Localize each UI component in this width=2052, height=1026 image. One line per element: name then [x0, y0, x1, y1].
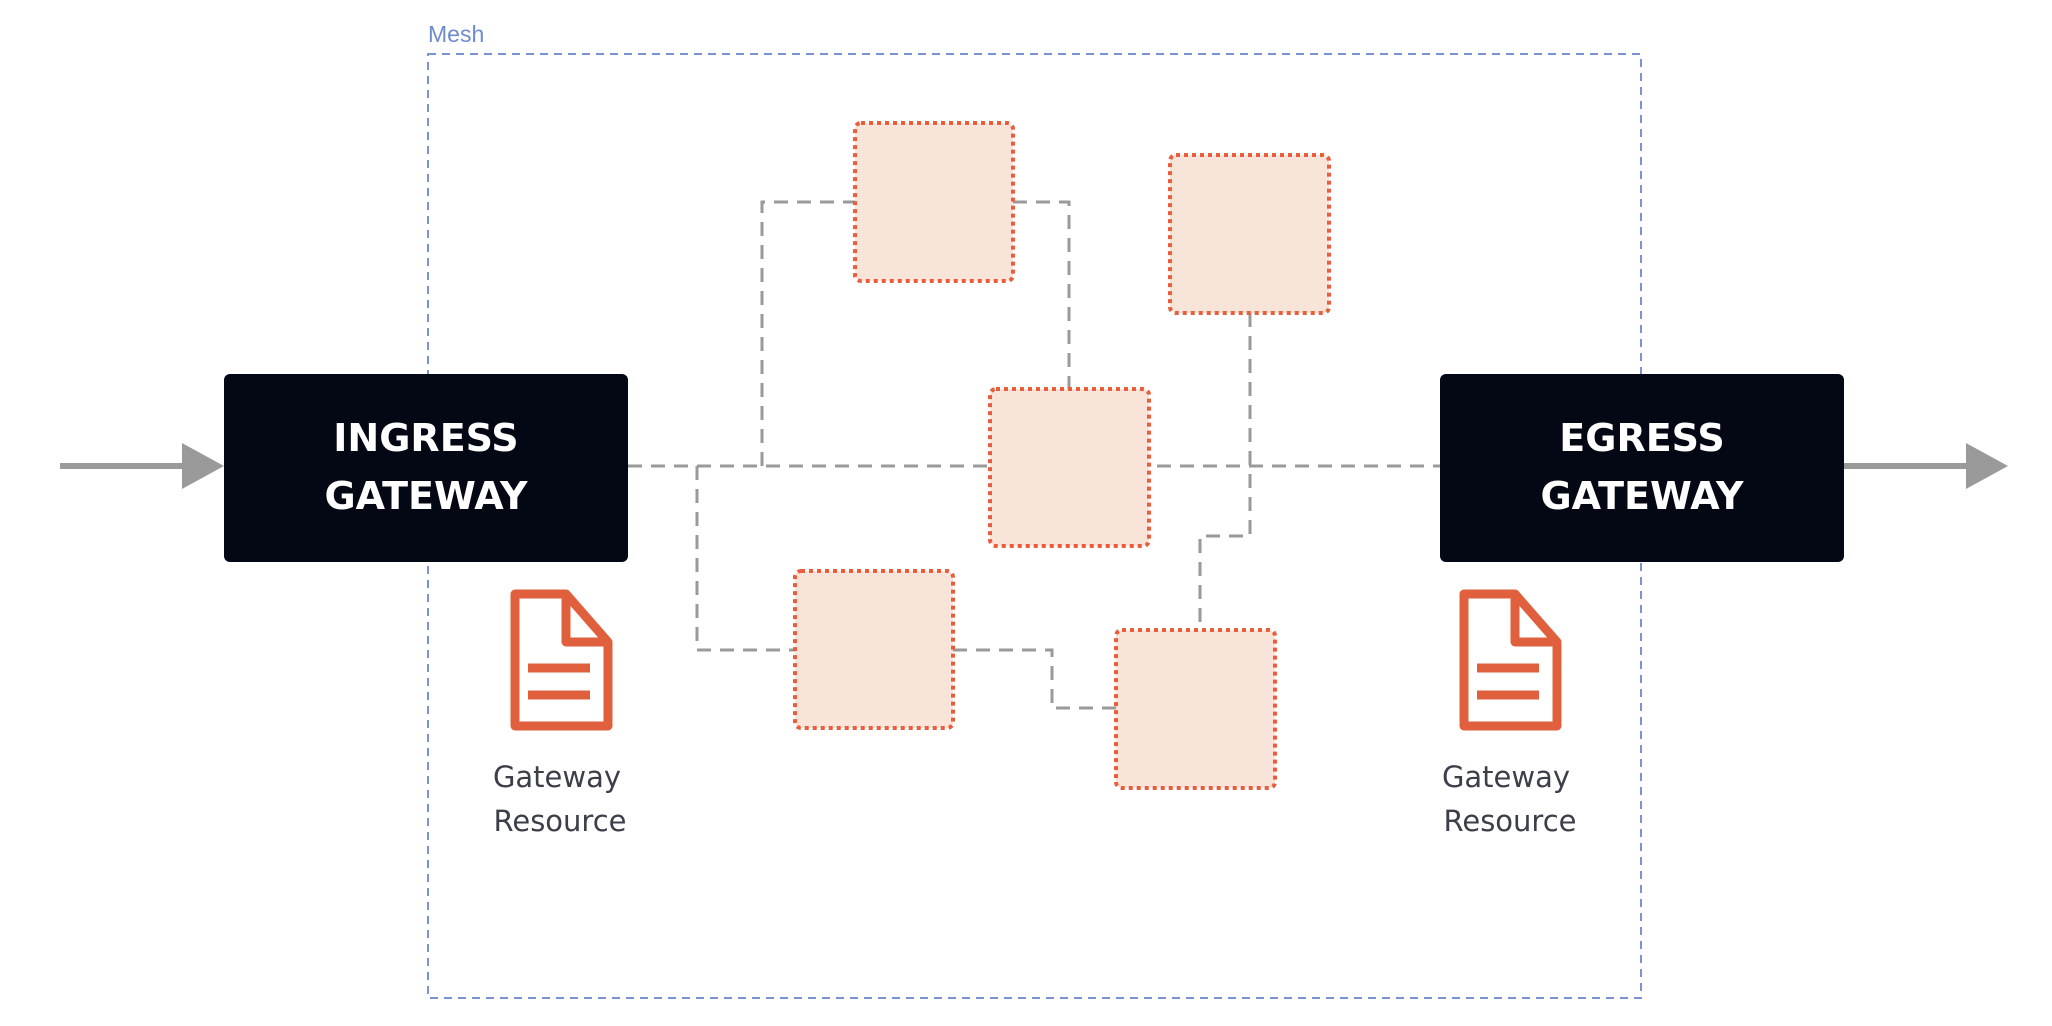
mesh-label: Mesh: [428, 21, 484, 47]
connector-lower-left: [695, 466, 795, 652]
ingress-resource[interactable]: Gateway Resource: [493, 589, 627, 838]
ingress-label-line2: GATEWAY: [324, 474, 528, 518]
egress-resource-label-line2: Resource: [1444, 804, 1577, 838]
egress-resource[interactable]: Gateway Resource: [1442, 589, 1577, 838]
egress-label-line2: GATEWAY: [1540, 474, 1744, 518]
document-icon: [510, 589, 613, 731]
egress-resource-label-line1: Gateway: [1442, 760, 1570, 794]
ingress-label-line1: INGRESS: [333, 416, 518, 460]
ingress-resource-label-line2: Resource: [494, 804, 627, 838]
ingress-resource-label-line1: Gateway: [493, 760, 621, 794]
connector-lower-mid: [953, 648, 1116, 710]
output-arrow: [1844, 443, 2008, 489]
ingress-gateway[interactable]: INGRESS GATEWAY: [224, 374, 628, 562]
connector-top-left: [760, 200, 855, 466]
input-arrow: [60, 443, 224, 489]
egress-label-line1: EGRESS: [1559, 416, 1724, 460]
connector-top-right: [1013, 200, 1071, 389]
connectors: [628, 200, 1440, 710]
connector-right-upper: [1198, 313, 1252, 630]
service-box-center[interactable]: [988, 387, 1151, 548]
service-box-top[interactable]: [853, 121, 1015, 283]
document-icon: [1459, 589, 1562, 731]
service-box-bottom-left[interactable]: [793, 569, 955, 730]
service-box-top-right[interactable]: [1168, 153, 1331, 315]
service-box-bottom-right[interactable]: [1114, 628, 1277, 790]
egress-gateway[interactable]: EGRESS GATEWAY: [1440, 374, 1844, 562]
services: [793, 121, 1331, 790]
